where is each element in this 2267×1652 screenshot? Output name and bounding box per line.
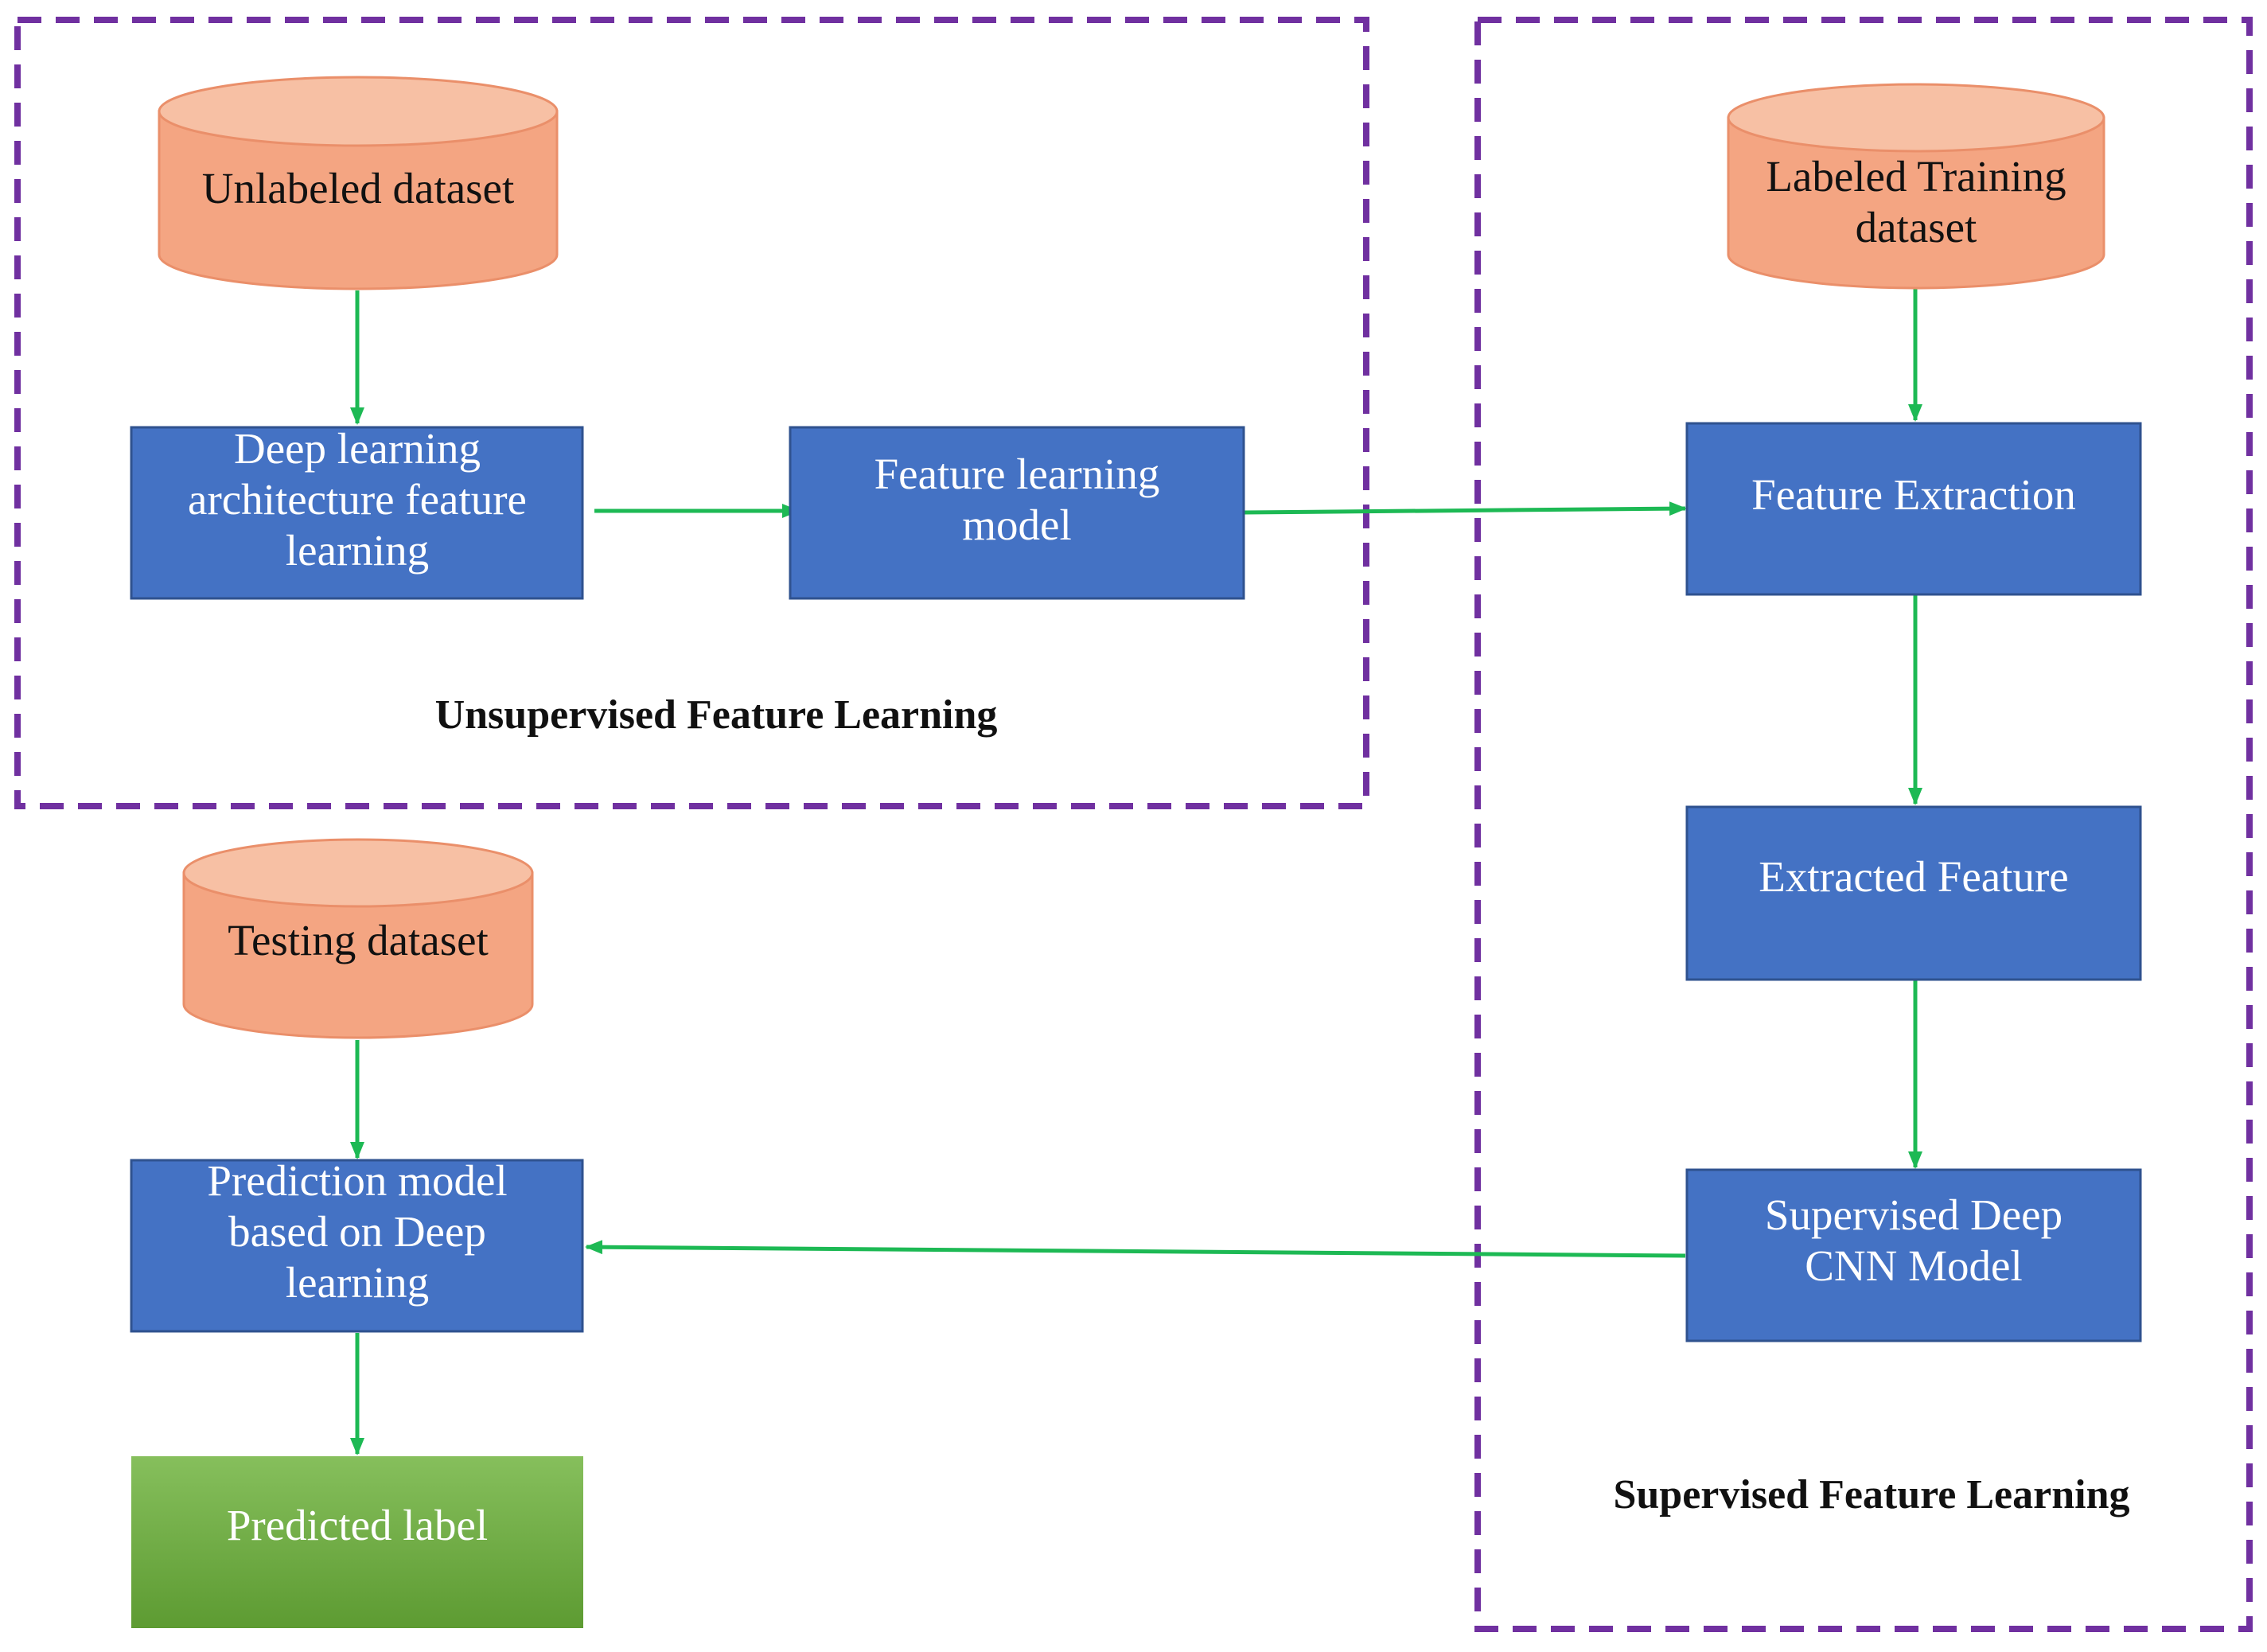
unlabeled-label-line: Unlabeled dataset	[202, 164, 514, 212]
prediction-model-label-line: based on Deep	[228, 1207, 486, 1256]
unlabeled-dataset-node: Unlabeled dataset	[158, 76, 559, 290]
testing-label-line: Testing dataset	[228, 916, 489, 964]
supervised-cnn-label-line: CNN Model	[1805, 1241, 2022, 1290]
extracted-feature-label-line: Extracted Feature	[1759, 852, 2068, 901]
predicted-label-node: Predicted label	[131, 1456, 583, 1628]
group-unsupervised-border	[14, 17, 1369, 809]
feature-extraction-label-line: Feature Extraction	[1751, 470, 2076, 519]
feature-model-label-line: model	[962, 501, 1071, 549]
feature-model-label-line: Feature learning	[874, 450, 1160, 498]
prediction-model-label-line: Prediction model	[207, 1156, 507, 1205]
labeled-label-line: Labeled Training	[1766, 152, 2066, 201]
extracted-feature-label: Extracted Feature	[1759, 852, 2068, 901]
predicted-label-label-line: Predicted label	[227, 1501, 488, 1549]
feature-extraction-node: Feature Extraction	[1685, 422, 2142, 596]
edge-supervised-cnn-to-prediction-model	[585, 1240, 1686, 1258]
group-supervised-title: Supervised Feature Learning	[1613, 1472, 2129, 1518]
deep-arch-label-line: Deep learning	[234, 424, 481, 473]
group-unsupervised: Unsupervised Feature Learning	[14, 17, 1369, 809]
edge-feature-model-to-feature-extraction	[1243, 501, 1687, 516]
group-unsupervised-title: Unsupervised Feature Learning	[435, 692, 998, 738]
extracted-feature-node: Extracted Feature	[1685, 805, 2142, 981]
supervised-cnn-label-line: Supervised Deep	[1765, 1190, 2063, 1239]
labeled-label-line: dataset	[1856, 203, 1977, 251]
deep-arch-label-line: architecture feature	[188, 475, 527, 524]
group-supervised: Supervised Feature Learning	[1474, 17, 2253, 1632]
feature-extraction-label: Feature Extraction	[1751, 470, 2076, 519]
prediction-model-label-line: learning	[286, 1258, 429, 1307]
testing-dataset-node: Testing dataset	[182, 838, 534, 1039]
deep-arch-label-line: learning	[286, 526, 429, 575]
testing-dataset-label: Testing dataset	[228, 916, 489, 964]
unlabeled-dataset-label: Unlabeled dataset	[202, 164, 514, 212]
group-supervised-border	[1474, 17, 2253, 1632]
edges	[350, 288, 1922, 1455]
predicted-label-label: Predicted label	[227, 1501, 488, 1549]
